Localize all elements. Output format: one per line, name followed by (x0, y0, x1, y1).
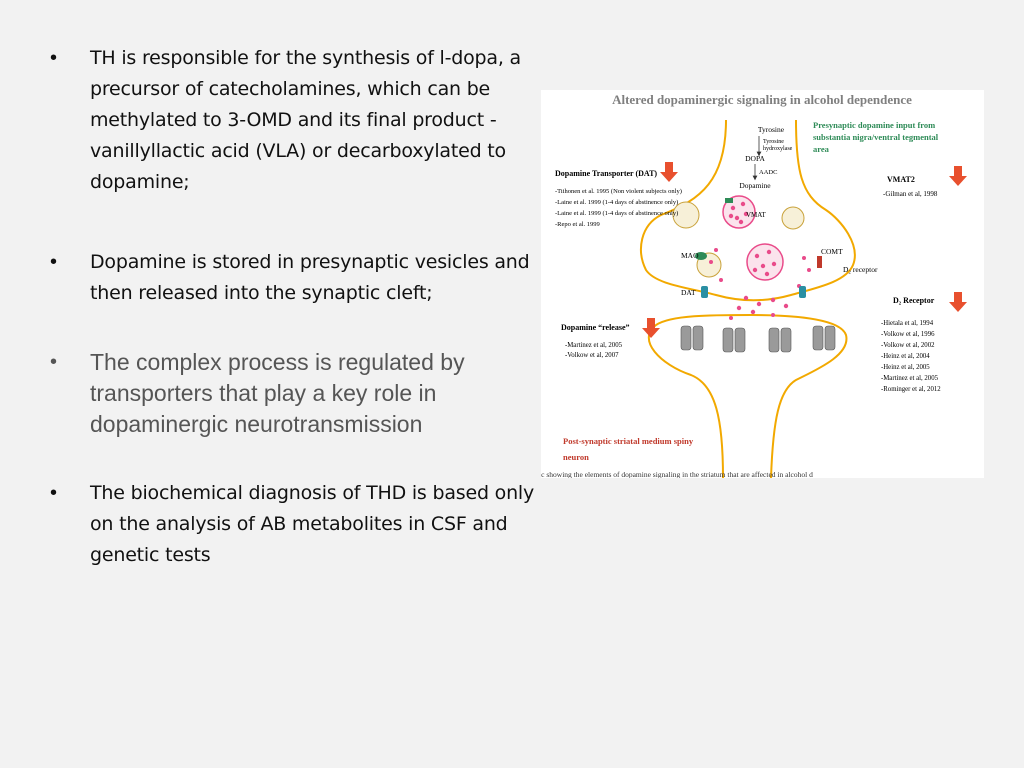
aadc-label: AADC (759, 169, 777, 176)
bullet-marker: • (50, 47, 58, 69)
postsynaptic-receptors (680, 325, 836, 353)
postsynaptic-label: Post-synaptic striatal medium spiny neur… (563, 436, 694, 462)
released-dopamine (709, 248, 811, 320)
svg-text:-Laine et al. 1999 (1-4 days o: -Laine et al. 1999 (1-4 days of abstinen… (555, 210, 678, 217)
dopa-label: DOPA (745, 154, 765, 163)
synthesis-pathway: Tyrosine Tyrosine hydroxylase DOPA AADC … (739, 125, 792, 190)
vmat2-reference-box: VMAT2 -Gilman et al, 1998 (883, 175, 938, 198)
d2-reference-box: D₂ Receptor -Hietala et al, 1994 -Volkow… (881, 296, 941, 393)
release-down-arrow-icon (642, 318, 660, 338)
figure-title: Altered dopaminergic signaling in alcoho… (612, 92, 912, 107)
bullet-marker: • (50, 251, 58, 273)
dopamine-signaling-figure: Altered dopaminergic signaling in alcoho… (541, 90, 984, 478)
svg-text:-Martinez et al, 2005: -Martinez et al, 2005 (881, 375, 939, 382)
svg-text:Dopamine “release”: Dopamine “release” (561, 323, 630, 332)
presynaptic-input-label: Presynaptic dopamine input from substant… (813, 120, 939, 154)
vesicles (672, 195, 805, 281)
svg-text:Post-synaptic striatal medium: Post-synaptic striatal medium spiny (563, 436, 694, 446)
bullet-text: The complex process is regulated by tran… (90, 349, 465, 437)
svg-text:D₂ Receptor: D₂ Receptor (893, 296, 935, 305)
th-enzyme-label-1: Tyrosine (763, 139, 784, 145)
bullet-marker: • (50, 351, 58, 373)
bullet-text: The biochemical diagnosis of THD is base… (90, 482, 535, 566)
svg-text:-Volkow et al, 2002: -Volkow et al, 2002 (881, 342, 935, 349)
svg-text:VMAT2: VMAT2 (887, 175, 915, 184)
svg-text:substantia nigra/ventral tegme: substantia nigra/ventral tegmental (813, 132, 939, 142)
svg-text:-Repo et al. 1999: -Repo et al. 1999 (555, 221, 600, 228)
dat-transporter-right (799, 286, 806, 298)
svg-text:Presynaptic dopamine input fro: Presynaptic dopamine input from (813, 120, 935, 130)
vmat-transporter (725, 198, 733, 203)
svg-text:-Volkow et al, 2007: -Volkow et al, 2007 (565, 352, 619, 359)
svg-text:-Martinez et al, 2005: -Martinez et al, 2005 (565, 342, 623, 349)
dat-reference-box: Dopamine Transporter (DAT) -Tiihonen et … (555, 169, 682, 228)
svg-text:-Gilman et al, 1998: -Gilman et al, 1998 (883, 190, 938, 198)
d2-receptor-label: D₂ receptor (843, 265, 878, 274)
bullet-marker: • (50, 482, 58, 504)
svg-text:-Laine et al. 1999 (1-4 days o: -Laine et al. 1999 (1-4 days of abstinen… (555, 199, 678, 206)
bullet-item: • The complex process is regulated by tr… (50, 347, 540, 440)
postsynaptic-neuron (648, 313, 848, 478)
dopamine-label: Dopamine (739, 181, 771, 190)
svg-text:area: area (813, 144, 830, 154)
bullet-item: • TH is responsible for the synthesis of… (50, 43, 540, 198)
bullet-text: TH is responsible for the synthesis of l… (90, 47, 521, 193)
th-enzyme-label-2: hydroxylase (763, 146, 793, 152)
svg-text:Dopamine Transporter (DAT): Dopamine Transporter (DAT) (555, 169, 657, 178)
release-reference-box: Dopamine “release” -Martinez et al, 2005… (561, 323, 630, 359)
figure-caption: tic showing the elements of dopamine sig… (541, 470, 813, 478)
svg-text:-Hietala et al, 1994: -Hietala et al, 1994 (881, 320, 934, 327)
svg-text:-Heinz et al, 2005: -Heinz et al, 2005 (881, 364, 930, 371)
vmat2-down-arrow-icon (949, 166, 967, 186)
dat-label: DAT (681, 288, 696, 297)
mao-label: MAO (681, 251, 699, 260)
dat-transporter-left (701, 286, 708, 298)
comt-label: COMT (821, 247, 843, 256)
bullet-text: Dopamine is stored in presynaptic vesicl… (90, 251, 530, 304)
svg-text:-Volkow et al, 1996: -Volkow et al, 1996 (881, 331, 935, 338)
svg-text:neuron: neuron (563, 452, 589, 462)
bullet-item: • Dopamine is stored in presynaptic vesi… (50, 247, 540, 309)
mao-enzyme (695, 252, 707, 260)
d2-down-arrow-icon (949, 292, 967, 312)
svg-text:-Tiihonen et al. 1995 (Non vio: -Tiihonen et al. 1995 (Non violent subje… (555, 188, 682, 195)
svg-text:-Rominger et al, 2012: -Rominger et al, 2012 (881, 386, 941, 393)
tyrosine-label: Tyrosine (758, 125, 785, 134)
dat-down-arrow-icon (660, 162, 678, 182)
vmat-label: VMAT (746, 211, 767, 219)
figure-svg: Altered dopaminergic signaling in alcoho… (541, 92, 967, 478)
comt-enzyme (817, 256, 822, 268)
presynaptic-neuron (640, 119, 856, 302)
bullet-item: • The biochemical diagnosis of THD is ba… (50, 478, 540, 571)
svg-text:-Heinz et al, 2004: -Heinz et al, 2004 (881, 353, 930, 360)
